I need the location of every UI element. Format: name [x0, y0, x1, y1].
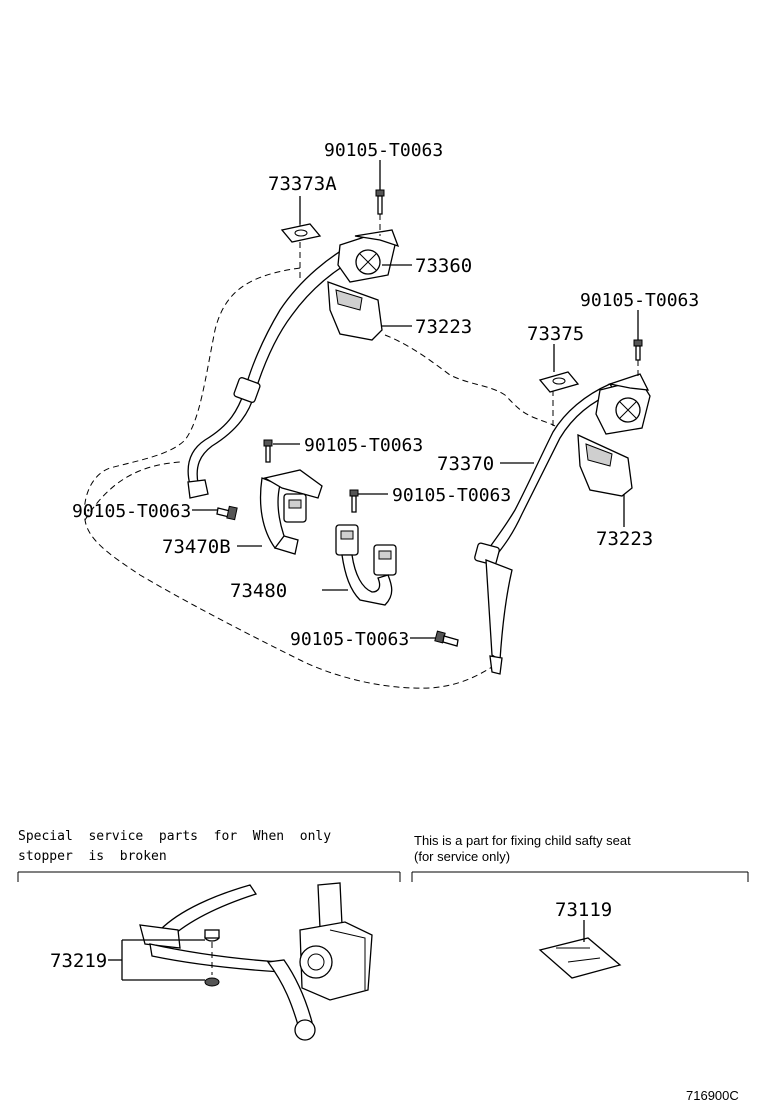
label-bolt-bottom: 90105-T0063	[290, 629, 409, 650]
right-belt-assembly	[474, 371, 651, 675]
label-bolt-top: 90105-T0063	[324, 140, 443, 161]
child-seat-anchor-plate	[538, 937, 622, 979]
label-73480: 73480	[230, 580, 287, 602]
note-special-line1: Special service parts for When only	[18, 829, 331, 844]
label-73119: 73119	[555, 899, 612, 921]
left-belt-assembly	[187, 223, 400, 499]
label-bolt-left: 90105-T0063	[72, 501, 191, 522]
note-special-line2: stopper is broken	[18, 849, 167, 864]
drawing-code: 716900C	[686, 1088, 739, 1103]
bolt-icon	[375, 189, 385, 215]
buckle-73480	[335, 524, 397, 606]
leader-lines	[192, 160, 639, 639]
label-73360: 73360	[415, 255, 472, 277]
label-73219: 73219	[50, 950, 107, 972]
label-73223-right: 73223	[596, 528, 653, 550]
section-bracket-left	[17, 871, 401, 882]
bolt-icon	[263, 439, 273, 463]
bolt-icon	[216, 505, 238, 521]
label-bolt-right-top: 90105-T0063	[580, 290, 699, 311]
leader-73219	[108, 939, 205, 981]
bolt-icon	[633, 339, 643, 361]
note-child-line1: This is a part for fixing child safty se…	[414, 833, 631, 848]
section-bracket-right	[411, 871, 749, 882]
bolt-icon	[434, 630, 459, 647]
label-bolt-center: 90105-T0063	[392, 485, 511, 506]
label-73370: 73370	[437, 453, 494, 475]
inset-stopper-assembly	[139, 882, 373, 1041]
label-73470b: 73470B	[162, 536, 231, 558]
note-child-line2: (for service only)	[414, 849, 510, 864]
label-73223-left: 73223	[415, 316, 472, 338]
buckle-73470b	[259, 469, 323, 555]
label-73375: 73375	[527, 323, 584, 345]
label-bolt-mid: 90105-T0063	[304, 435, 423, 456]
bolt-icon	[349, 489, 359, 513]
label-73373a: 73373A	[268, 173, 337, 195]
rear-seat-outline	[83, 222, 556, 689]
